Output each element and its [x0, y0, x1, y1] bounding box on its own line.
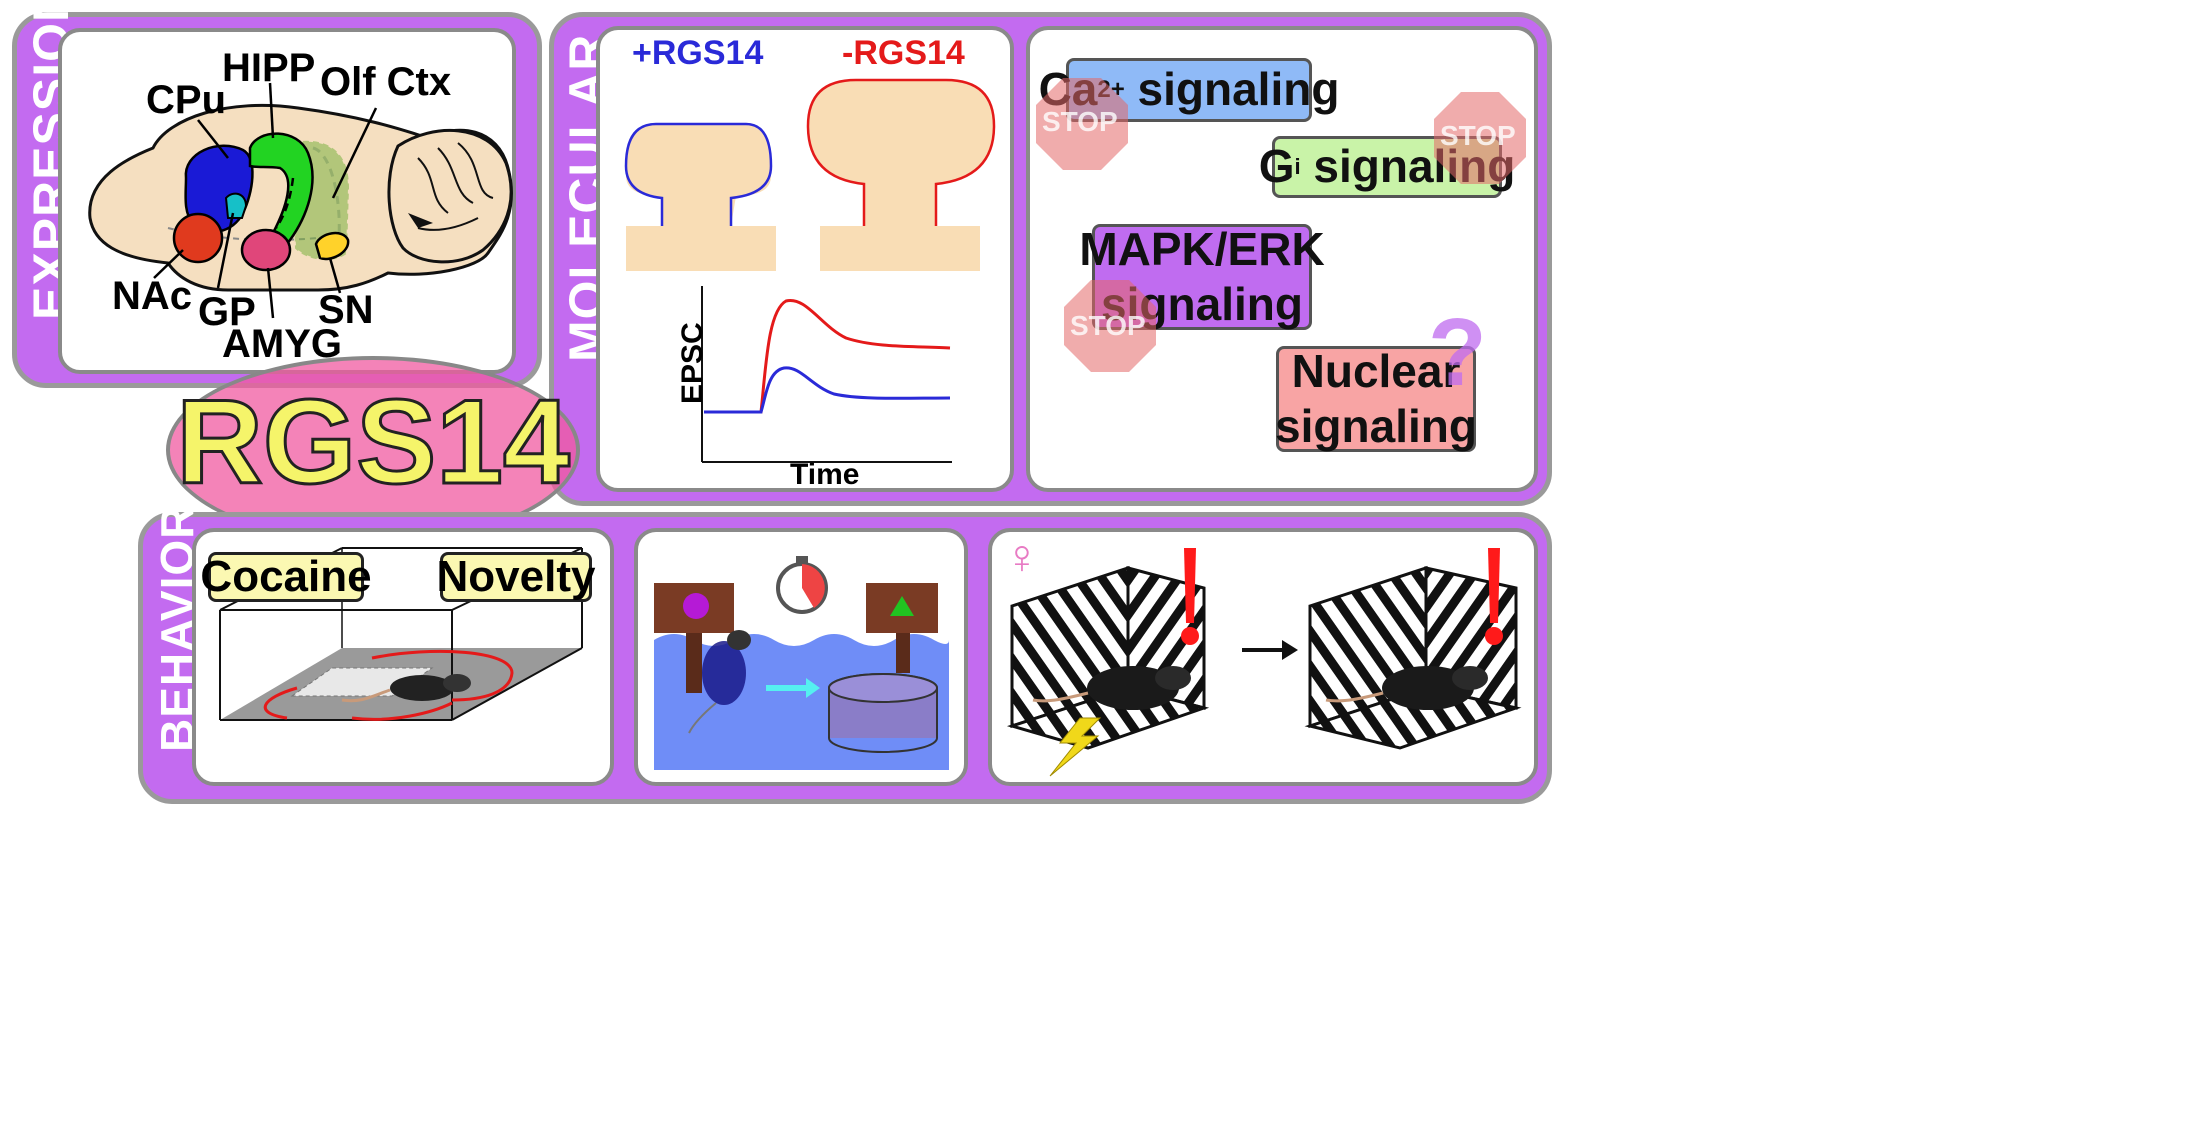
mouse-box-right: [1382, 666, 1474, 710]
epsc-chart: [701, 286, 952, 463]
mouse-swimming: [702, 641, 746, 705]
epsc-trace-minus: [704, 299, 951, 414]
label-gp: GP: [198, 290, 256, 334]
gp-region: [224, 192, 248, 219]
minus-rgs14-label: -RGS14: [842, 34, 965, 72]
epsc-trace-plus: [704, 366, 951, 414]
stop-sign-mapk: [1064, 280, 1156, 372]
alert-exclamation-left: [1184, 548, 1196, 623]
open-field-box: [219, 547, 583, 721]
stop-sign-ca: [1036, 78, 1128, 170]
label-sn: SN: [318, 288, 374, 332]
label-olf-ctx: Olf Ctx: [320, 60, 452, 104]
cocaine-sign: Cocaine: [200, 552, 372, 602]
brain-diagram: [88, 82, 513, 319]
ca-signaling-box: Ca2+ signaling: [1039, 58, 1339, 122]
plus-rgs14-label: +RGS14: [632, 34, 764, 72]
stop-text-gi: STOP: [1440, 120, 1516, 151]
lightning-icon: [1049, 717, 1102, 777]
label-cpu: CPu: [146, 78, 226, 122]
epsc-ylabel: EPSC: [676, 322, 709, 404]
amyg-region: [240, 228, 292, 272]
title-text: RGS14: [175, 375, 572, 509]
female-symbol: ♀: [1004, 531, 1040, 584]
question-mark: ?: [1428, 299, 1487, 406]
mouse-open-field: [390, 675, 454, 701]
cerebellum: [387, 128, 513, 264]
nac-region: [172, 212, 224, 264]
novelty-sign: Novelty: [436, 552, 596, 602]
stop-text-ca: STOP: [1042, 106, 1118, 137]
sn-region: [314, 231, 350, 261]
label-hipp: HIPP: [222, 46, 316, 90]
epsc-xlabel: Time: [790, 458, 860, 491]
stop-sign-gi: [1434, 92, 1526, 184]
stop-text-mapk: STOP: [1070, 310, 1146, 341]
spine-shapes: [624, 78, 996, 271]
water-maze: [654, 556, 949, 770]
stripe-box-left: [1006, 548, 1522, 777]
label-nac: NAc: [112, 274, 193, 318]
alert-exclamation-right: [1488, 548, 1500, 623]
